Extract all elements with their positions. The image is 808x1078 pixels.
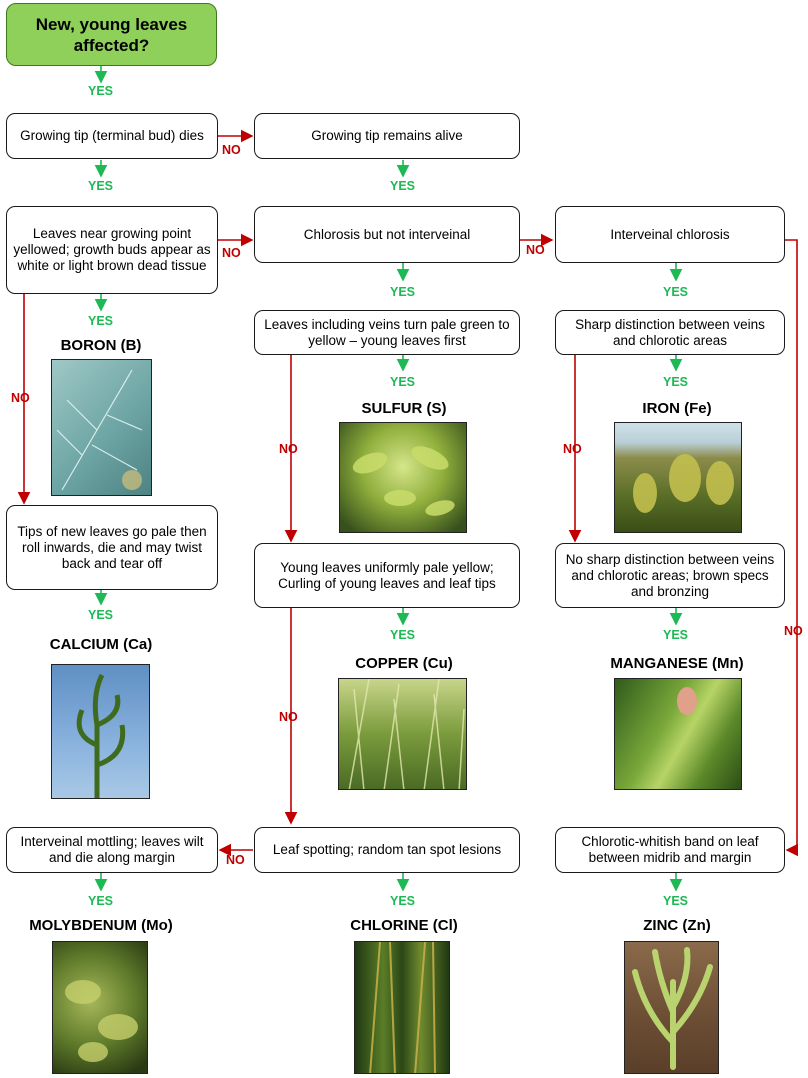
- node-veins-pale: Leaves including veins turn pale green t…: [254, 310, 520, 355]
- node-uniform-pale: Young leaves uniformly pale yellow; Curl…: [254, 543, 520, 608]
- nutrient-zinc: ZINC (Zn): [643, 917, 711, 934]
- node-interveinal-chlorosis: Interveinal chlorosis: [555, 206, 785, 263]
- yes-label: YES: [88, 314, 114, 328]
- no-label: NO: [279, 442, 298, 456]
- iron-leaf-photo: [614, 422, 742, 533]
- nutrient-boron: BORON (B): [60, 337, 142, 354]
- nutrient-sulfur: SULFUR (S): [361, 400, 447, 417]
- node-tip-alive: Growing tip remains alive: [254, 113, 520, 159]
- calcium-leaf-photo: [51, 664, 150, 799]
- node-spotting: Leaf spotting; random tan spot lesions: [254, 827, 520, 873]
- node-band: Chlorotic-whitish band on leaf between m…: [555, 827, 785, 873]
- nutrient-manganese: MANGANESE (Mn): [610, 655, 744, 672]
- start-node: New, young leaves affected?: [6, 3, 217, 66]
- no-label: NO: [563, 442, 582, 456]
- molybdenum-leaf-photo: [52, 941, 148, 1074]
- nutrient-copper: COPPER (Cu): [355, 655, 453, 672]
- nutrient-chlorine: CHLORINE (Cl): [350, 917, 458, 934]
- node-chlorosis-not-interveinal: Chlorosis but not interveinal: [254, 206, 520, 263]
- no-label: NO: [226, 853, 245, 867]
- yes-label: YES: [390, 894, 416, 908]
- node-no-sharp-distinction: No sharp distinction between veins and c…: [555, 543, 785, 608]
- sulfur-leaf-photo: [339, 422, 467, 533]
- nutrient-calcium: CALCIUM (Ca): [49, 636, 153, 653]
- zinc-leaf-photo: [624, 941, 719, 1074]
- yes-label: YES: [663, 894, 689, 908]
- no-label: NO: [11, 391, 30, 405]
- yes-label: YES: [390, 285, 416, 299]
- yes-label: YES: [88, 179, 114, 193]
- copper-leaf-photo: [338, 678, 467, 790]
- boron-leaf-photo: [51, 359, 152, 496]
- no-label: NO: [784, 624, 803, 638]
- yes-label: YES: [390, 628, 416, 642]
- manganese-leaf-photo: [614, 678, 742, 790]
- yes-label: YES: [390, 375, 416, 389]
- nutrient-molybdenum: MOLYBDENUM (Mo): [29, 917, 173, 934]
- node-near-growing-point: Leaves near growing point yellowed; grow…: [6, 206, 218, 294]
- no-label: NO: [279, 710, 298, 724]
- no-label: NO: [222, 246, 241, 260]
- node-tips-pale: Tips of new leaves go pale then roll inw…: [6, 505, 218, 590]
- node-mottling: Interveinal mottling; leaves wilt and di…: [6, 827, 218, 873]
- yes-label: YES: [663, 375, 689, 389]
- yes-label: YES: [88, 894, 114, 908]
- yes-label: YES: [88, 608, 114, 622]
- no-label: NO: [526, 243, 545, 257]
- nutrient-iron: IRON (Fe): [642, 400, 712, 417]
- yes-label: YES: [663, 285, 689, 299]
- yes-label: YES: [88, 84, 114, 98]
- yes-label: YES: [663, 628, 689, 642]
- no-label: NO: [222, 143, 241, 157]
- yes-label: YES: [390, 179, 416, 193]
- chlorine-leaf-photo: [354, 941, 450, 1074]
- node-tip-dies: Growing tip (terminal bud) dies: [6, 113, 218, 159]
- node-sharp-distinction: Sharp distinction between veins and chlo…: [555, 310, 785, 355]
